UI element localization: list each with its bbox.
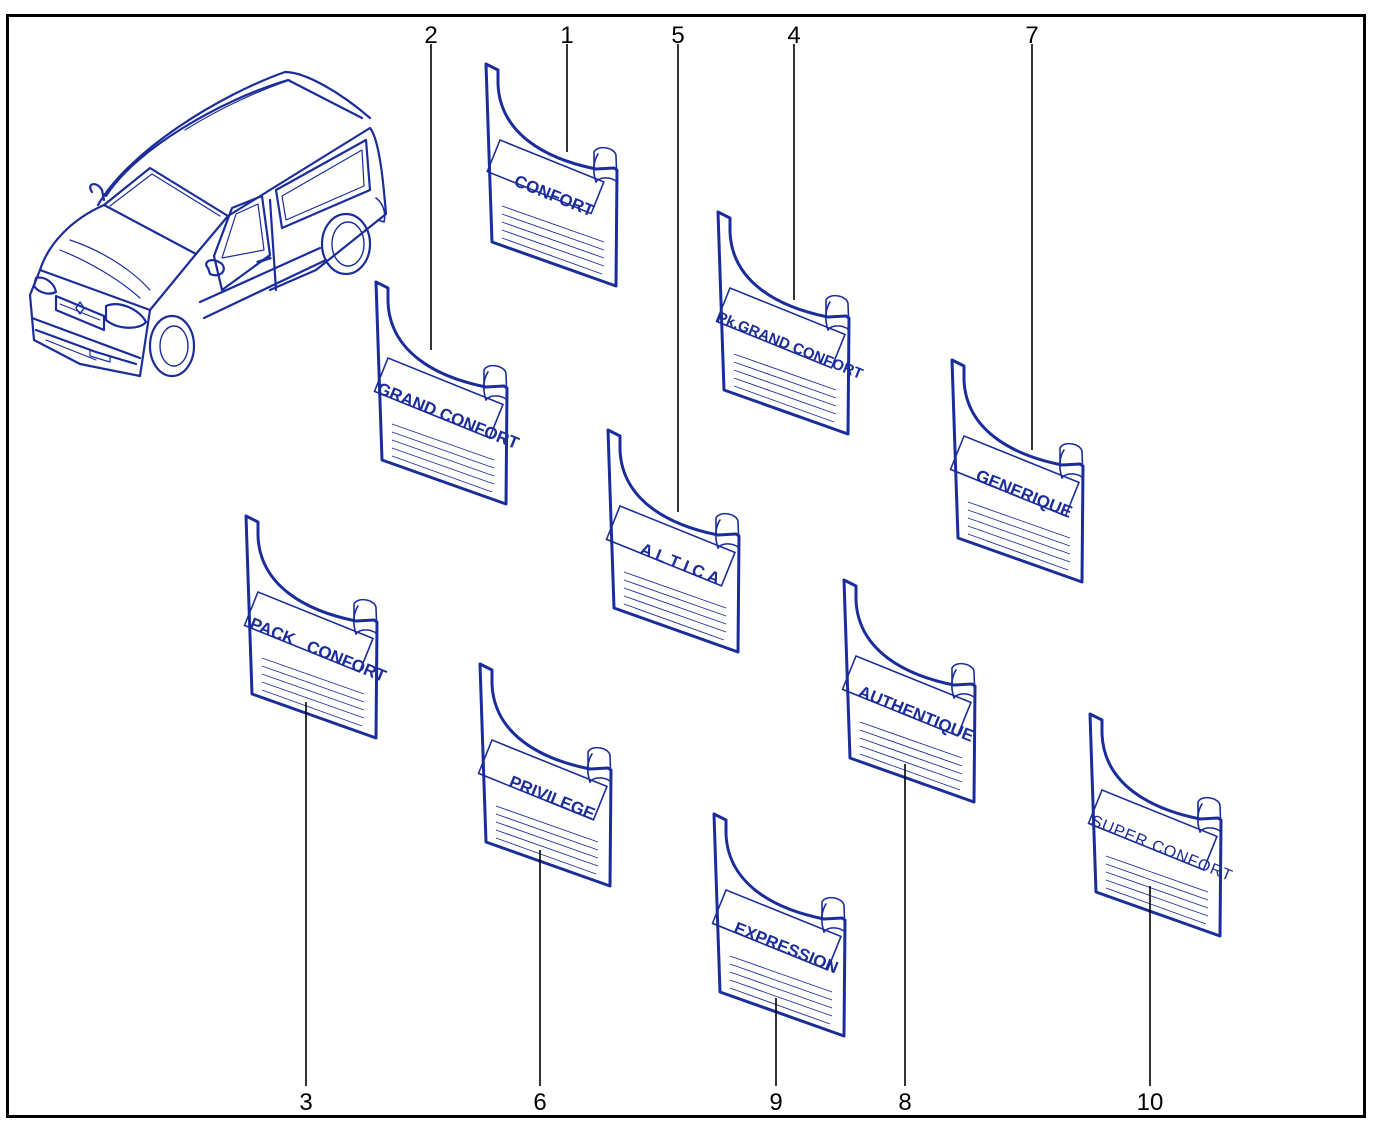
callout-3: 3 xyxy=(299,1089,312,1116)
callout-10: 10 xyxy=(1137,1089,1164,1116)
plate-4: Pk.GRAND CONFORT xyxy=(714,210,865,436)
callout-6: 6 xyxy=(533,1089,546,1116)
plate-1: CONFORT xyxy=(484,62,619,288)
callout-8: 8 xyxy=(898,1089,911,1116)
callout-7: 7 xyxy=(1025,22,1038,49)
plate-9: EXPRESSION xyxy=(711,812,847,1038)
callout-5: 5 xyxy=(671,22,684,49)
plate-2: GRAND CONFORT xyxy=(373,280,522,506)
callout-9: 9 xyxy=(769,1089,782,1116)
callout-1: 1 xyxy=(560,22,573,49)
plate-7: GENERIQUE xyxy=(949,358,1085,584)
plate-3: PACK CONFORT xyxy=(243,514,389,740)
plate-8: AUTHENTIQUE xyxy=(841,578,977,804)
plate-10: SUPER CONFORT xyxy=(1087,712,1235,938)
van-icon xyxy=(28,70,388,378)
callout-2: 2 xyxy=(424,22,437,49)
plate-5: A L T I C A xyxy=(605,428,741,654)
diagram-frame xyxy=(6,14,1366,1118)
callout-4: 4 xyxy=(787,22,800,49)
plate-6: PRIVILEGE xyxy=(477,662,613,888)
